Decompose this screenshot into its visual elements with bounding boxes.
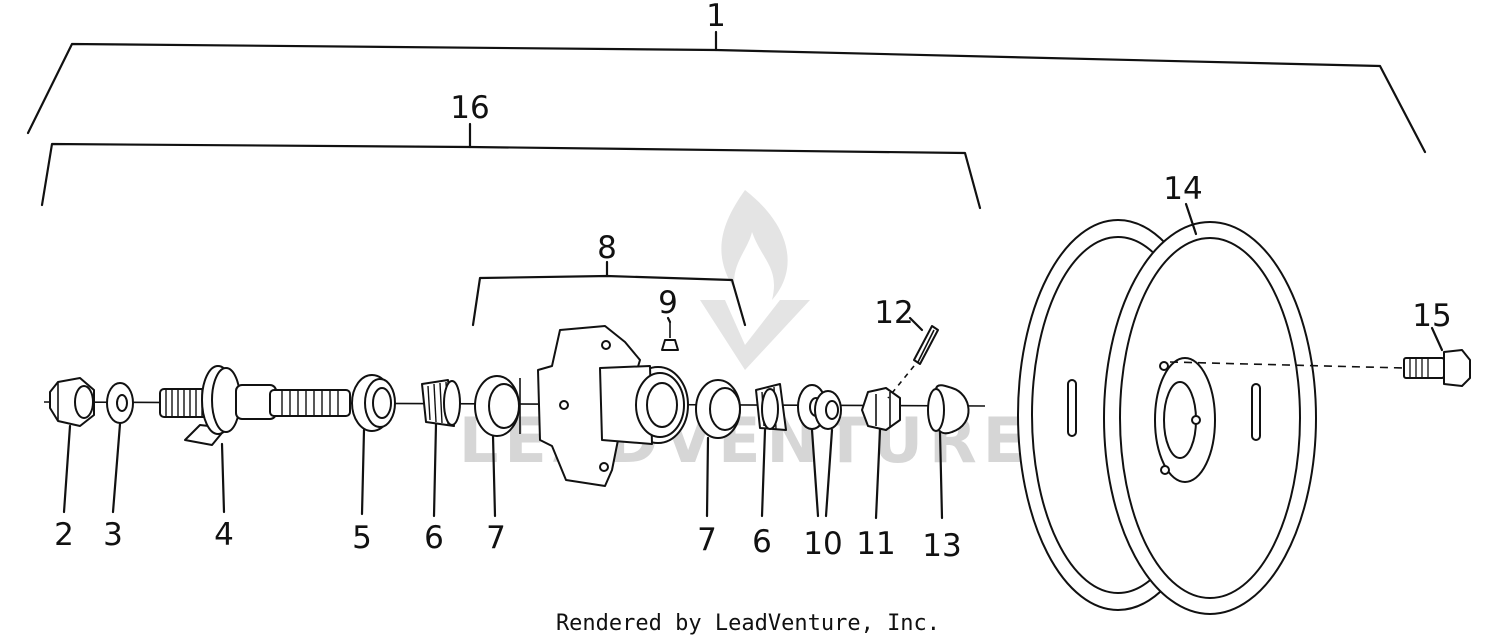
seal-part-5 xyxy=(351,374,396,432)
spindle-part-4 xyxy=(159,365,351,446)
callout-11: 11 xyxy=(856,526,895,562)
callout-7-left: 7 xyxy=(486,520,506,556)
callout-16: 16 xyxy=(450,90,489,126)
hub-part-8 xyxy=(537,325,689,487)
leader-lines xyxy=(62,202,1444,520)
callout-3: 3 xyxy=(103,517,123,553)
dust-cap-part-13 xyxy=(927,384,970,435)
callout-8: 8 xyxy=(597,230,617,266)
washer-part-3 xyxy=(106,382,134,424)
bearing-cup-part-7-right xyxy=(695,379,741,439)
wheel-rim-part-14 xyxy=(1017,219,1317,615)
callout-2: 2 xyxy=(54,517,74,553)
callout-4: 4 xyxy=(214,517,234,553)
bearing-cone-part-6-left xyxy=(421,379,461,427)
callout-6-left: 6 xyxy=(424,520,444,556)
callout-5: 5 xyxy=(352,520,372,556)
callout-6-right: 6 xyxy=(752,524,772,560)
nut-part-2 xyxy=(49,377,95,427)
bracket-16 xyxy=(40,142,982,210)
callout-labels: 1 16 8 9 12 14 15 2 3 4 5 6 7 7 6 10 11 … xyxy=(54,0,1452,564)
callout-9: 9 xyxy=(658,285,678,321)
callout-1: 1 xyxy=(706,0,726,34)
washers-part-10 xyxy=(797,384,842,430)
callout-14: 14 xyxy=(1163,171,1202,207)
callout-12: 12 xyxy=(874,295,913,331)
cotter-pin-part-12 xyxy=(887,325,939,399)
castle-nut-part-11 xyxy=(861,387,901,431)
callout-10: 10 xyxy=(803,526,842,562)
grease-fitting-part-9 xyxy=(661,322,679,351)
bearing-cup-part-7-left xyxy=(474,375,521,437)
bracket-1 xyxy=(26,42,1427,154)
bolt-part-15 xyxy=(1169,349,1471,387)
render-credit: Rendered by LeadVenture, Inc. xyxy=(556,611,940,636)
callout-7-right: 7 xyxy=(697,522,717,558)
callout-15: 15 xyxy=(1412,298,1451,334)
callout-13: 13 xyxy=(922,528,961,564)
bearing-cone-part-6-right xyxy=(755,383,787,431)
